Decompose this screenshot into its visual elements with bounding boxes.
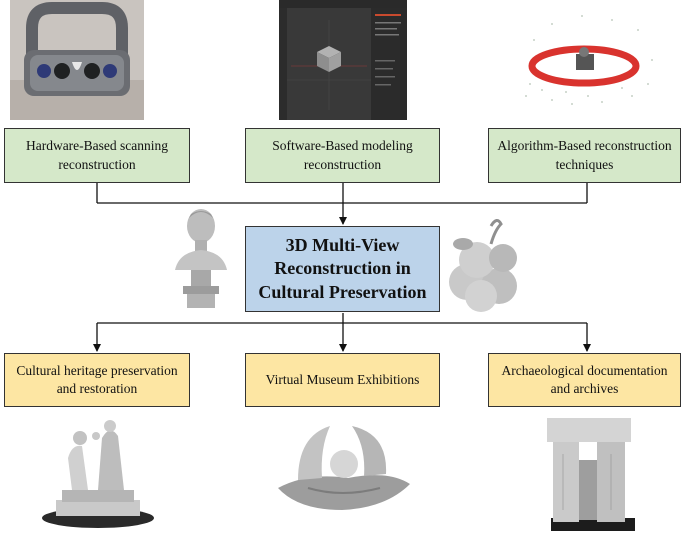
fruit-sculpture-image [441, 216, 527, 316]
point-cloud-image [512, 0, 662, 120]
central-topic-box: 3D Multi-View Reconstruction in Cultural… [245, 226, 440, 312]
heritage-preservation-box: Cultural heritage preservation and resto… [4, 353, 190, 407]
hardware-based-box: Hardware-Based scanning reconstruction [4, 128, 190, 183]
stone-monument-image [543, 414, 643, 531]
statue-group-image [38, 418, 158, 531]
software-based-box: Software-Based modeling reconstruction [245, 128, 440, 183]
modeling-software-screenshot [279, 0, 407, 120]
virtual-museum-box: Virtual Museum Exhibitions [245, 353, 440, 407]
algorithm-based-box: Algorithm-Based reconstruction technique… [488, 128, 681, 183]
scanner-device-image [10, 0, 144, 120]
bust-sculpture-image [165, 206, 233, 312]
archaeological-documentation-box: Archaeological documentation and archive… [488, 353, 681, 407]
broken-sphere-image [268, 418, 418, 513]
